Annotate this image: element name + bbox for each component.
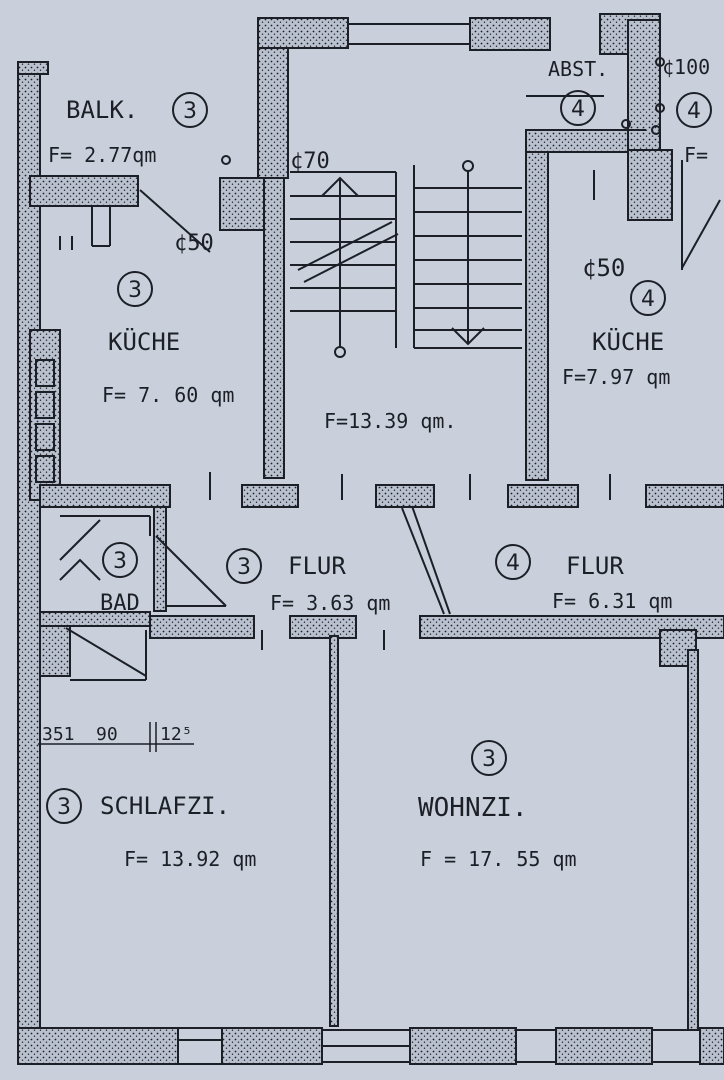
wall-bottom-e: [699, 1027, 724, 1065]
unit-marker-flur4: [495, 544, 531, 580]
unit-number-flur3: 3: [237, 555, 251, 580]
room-name-abst: ABST.: [548, 57, 608, 81]
wall-stair-left-lower: [263, 177, 285, 479]
wall-bottom-d: [555, 1027, 653, 1065]
unit-number-balkon: 3: [183, 99, 197, 124]
wall-bottom-a: [17, 1027, 179, 1065]
labels: 3 3 4 4 4 3 3 4 3 3 BALK. KÜCHE ABST. KÜ…: [42, 55, 710, 871]
dimension-12-5: 12⁵: [160, 724, 193, 745]
dimension-351: 351: [42, 724, 75, 745]
area-wohnzi: F = 17. 55 qm: [420, 847, 577, 871]
unit-number-schlafzi: 3: [57, 795, 71, 820]
wall-stair-right: [525, 129, 549, 481]
room-name-balkon: BALK.: [66, 96, 138, 124]
unit-marker-wohnzi: [471, 740, 507, 776]
unit-number-bad: 3: [113, 549, 127, 574]
unit-marker-bad: [102, 542, 138, 578]
wall-mid-a: [241, 484, 299, 508]
area-flur4: F= 6.31 qm: [552, 589, 672, 613]
room-name-kueche4: KÜCHE: [592, 327, 664, 356]
dimension-line: [38, 722, 194, 752]
wall-bottom-b: [221, 1027, 323, 1065]
area-balkon: F= 2.77qm: [48, 143, 156, 167]
wall-mid-b: [375, 484, 435, 508]
wall-lower-c: [419, 615, 724, 639]
area-treppe: F=13.39 qm.: [324, 409, 456, 433]
unit-marker-right: [676, 92, 712, 128]
room-name-schlafzi: SCHLAFZI.: [100, 792, 230, 820]
windows: [35, 23, 701, 1065]
area-schlafzi: F= 13.92 qm: [124, 847, 256, 871]
staircase: [290, 160, 522, 358]
wall-top-right: [469, 17, 551, 51]
wall-mid-d: [645, 484, 724, 508]
wall-lower-a: [149, 615, 255, 639]
unit-number-kueche3: 3: [128, 278, 142, 303]
wall-mid-c: [507, 484, 579, 508]
unit-number-flur4: 4: [506, 551, 520, 576]
area-flur3: F= 3.63 qm: [270, 591, 390, 615]
area-right-partial: F=: [684, 143, 708, 167]
unit-marker-flur3: [226, 548, 262, 584]
wall-divider: [329, 635, 339, 1027]
wall-mid-left: [39, 484, 171, 508]
unit-number-wohnzi: 3: [482, 747, 496, 772]
unit-number-abst: 4: [571, 97, 585, 122]
wall-balcony-door: [219, 177, 269, 231]
wall-bottom-c: [409, 1027, 517, 1065]
wall-balcony-bottom: [29, 175, 139, 207]
unit-marker-schlafzi: [46, 788, 82, 824]
dimension-90: 90: [96, 724, 118, 745]
wall-balcony-top: [17, 61, 49, 75]
unit-number-kueche4: 4: [641, 287, 655, 312]
room-name-kueche3: KÜCHE: [108, 327, 180, 356]
wall-left-outer: [17, 61, 41, 1053]
room-name-flur3: FLUR: [288, 552, 346, 580]
wall-kitchen-left-col: [29, 329, 61, 501]
area-kueche4: F=7.97 qm: [562, 365, 670, 389]
wall-top-left: [257, 17, 349, 49]
wall-right-wohnzi: [687, 649, 699, 1031]
room-name-flur4: FLUR: [566, 552, 624, 580]
wall-right-chimney: [627, 149, 673, 221]
wall-lower-b: [289, 615, 357, 639]
unit-number-right: 4: [687, 99, 701, 124]
unit-marker-balkon: [172, 92, 208, 128]
chimney-50-left-label: ¢50: [174, 231, 214, 256]
unit-marker-kueche4: [630, 280, 666, 316]
wall-bath-right: [153, 506, 167, 612]
room-name-wohnzi: WOHNZI.: [418, 793, 528, 823]
room-name-bad: BAD: [100, 591, 140, 616]
unit-markers: [46, 90, 712, 824]
wall-abst-bottom: [525, 129, 637, 153]
chimney-70-label: ¢70: [290, 149, 330, 174]
unit-marker-kueche3: [117, 271, 153, 307]
chimney-50-right-label: ¢50: [582, 254, 625, 282]
area-kueche3: F= 7. 60 qm: [102, 383, 234, 407]
unit-marker-abst: [560, 90, 596, 126]
pipe-100-label: ¢100: [662, 55, 710, 79]
wall-bath-lower-col: [39, 625, 71, 677]
